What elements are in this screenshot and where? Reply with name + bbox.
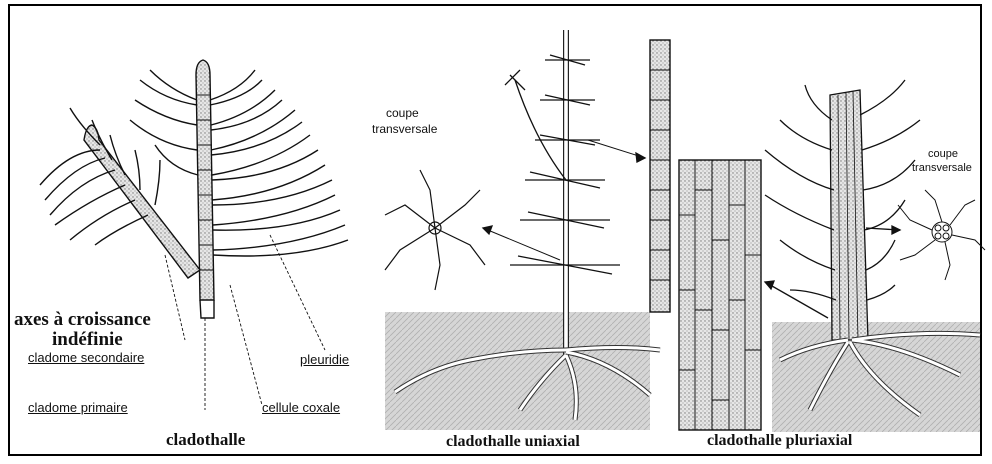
- substrate-ground: [385, 312, 650, 430]
- label-pleuridie: pleuridie: [300, 352, 349, 367]
- cortical-cell-block: [679, 160, 761, 430]
- label-indefinie: indéfinie: [52, 329, 123, 351]
- label-axes-croissance: axes à croissance: [14, 309, 151, 331]
- uniaxial-drawing: [385, 30, 670, 430]
- cross-section-pluriaxial: [898, 190, 985, 280]
- right-section-label-1: coupe: [928, 148, 958, 160]
- middle-section-label-1: coupe: [386, 106, 419, 120]
- caption-cladothalle-uniaxial: cladothalle uniaxial: [446, 433, 580, 451]
- caption-cladothalle-pluriaxial: cladothalle pluriaxial: [707, 432, 852, 450]
- caption-cladothalle: cladothalle: [166, 430, 245, 450]
- pluriaxial-drawing: [679, 80, 985, 432]
- label-cladome-primaire: cladome primaire: [28, 400, 128, 415]
- pleuridia-right: [210, 70, 348, 256]
- right-section-label-2: transversale: [912, 162, 972, 174]
- longitudinal-cell-strip: [650, 40, 670, 312]
- middle-section-label-2: transversale: [372, 122, 437, 136]
- pleuridia-left: [130, 70, 198, 175]
- label-cellule-coxale: cellule coxale: [262, 400, 340, 415]
- cross-section-uniaxial: [385, 170, 485, 290]
- pluriaxial-axis: [830, 90, 868, 340]
- side-branch: [515, 80, 566, 180]
- label-cladome-secondaire: cladome secondaire: [28, 350, 144, 365]
